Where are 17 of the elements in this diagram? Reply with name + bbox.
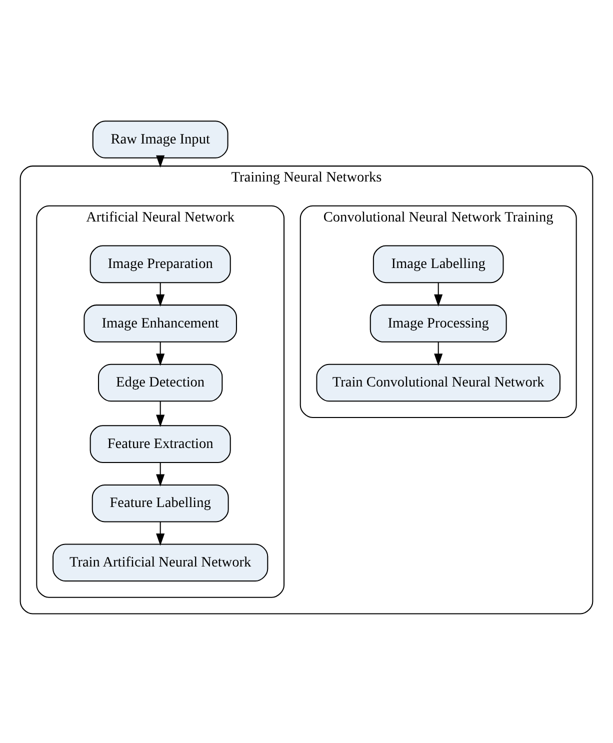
node-box: Edge Detection bbox=[98, 364, 223, 402]
arrow bbox=[434, 342, 443, 366]
arrow bbox=[156, 401, 165, 428]
node-box: Image Enhancement bbox=[84, 304, 237, 342]
node-box: Image Preparation bbox=[90, 245, 231, 284]
arrow bbox=[156, 342, 165, 366]
arrow bbox=[156, 282, 165, 307]
arrow bbox=[156, 462, 165, 486]
node-box: Image Labelling bbox=[372, 245, 504, 284]
node-box: Feature Extraction bbox=[90, 425, 231, 463]
arrow bbox=[156, 155, 165, 168]
node-box: Image Processing bbox=[370, 304, 507, 342]
node-box: Train Artificial Neural Network bbox=[52, 544, 268, 582]
arrow bbox=[434, 282, 443, 307]
arrow bbox=[156, 522, 165, 546]
node-box: Feature Labelling bbox=[92, 484, 229, 522]
node-box: Train Convolutional Neural Network bbox=[316, 364, 560, 402]
